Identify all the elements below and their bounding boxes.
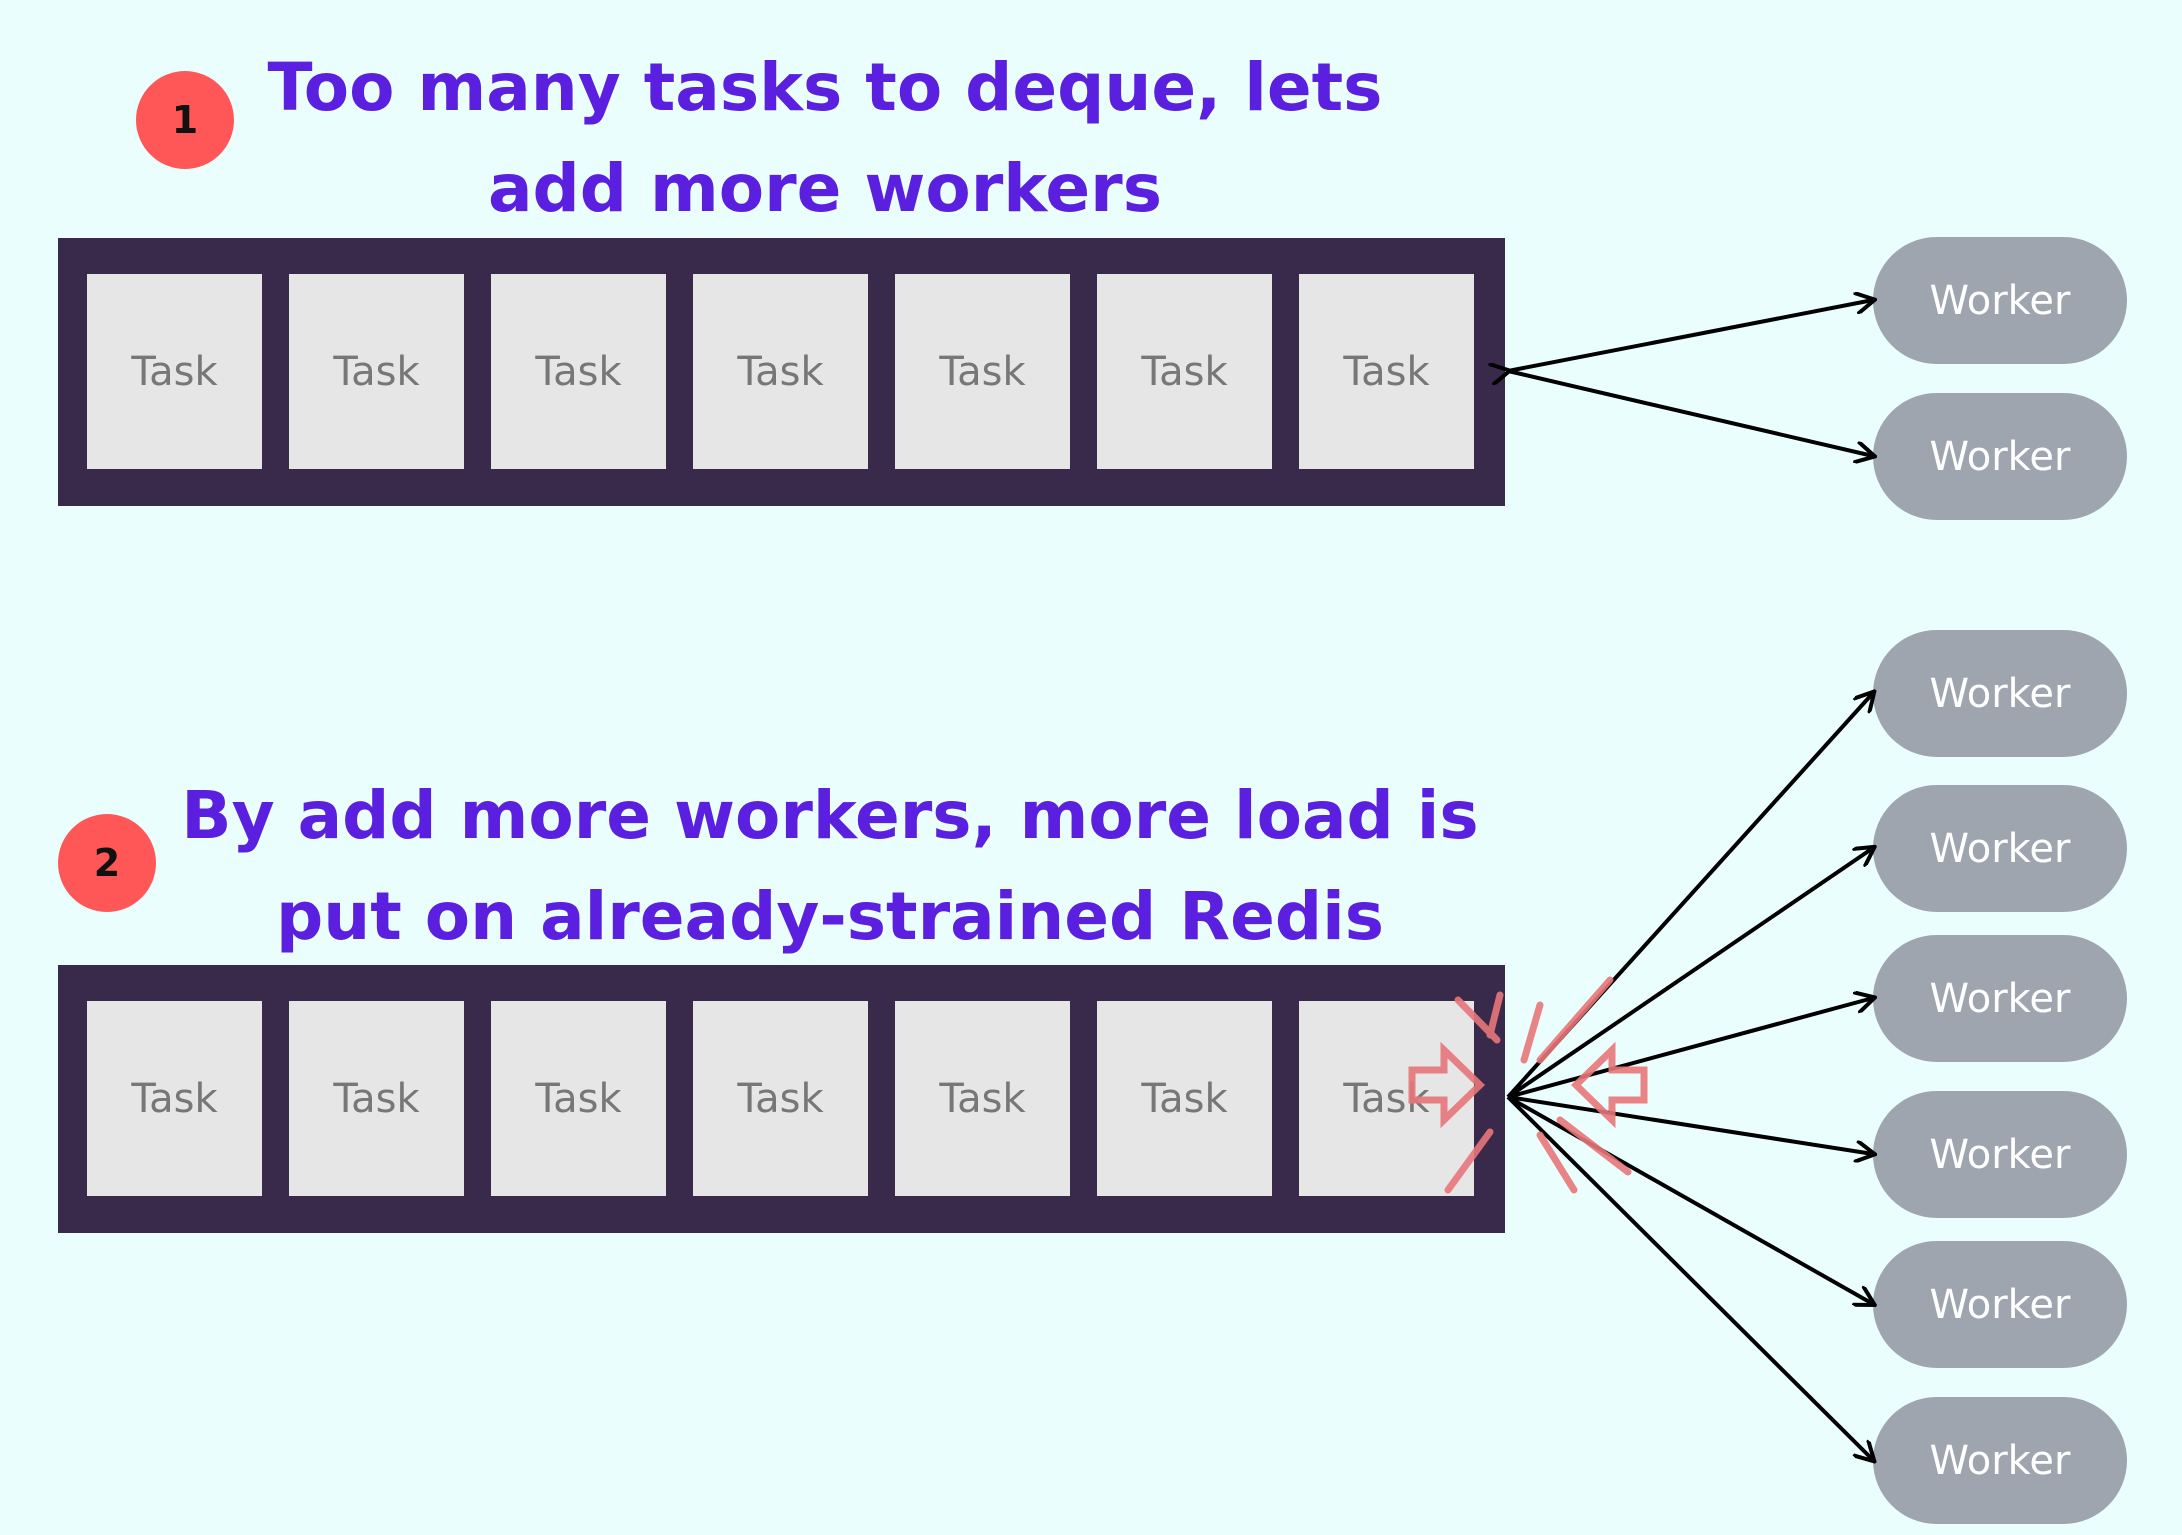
arrow-line — [1508, 300, 1873, 371]
strain-icon — [1408, 976, 1648, 1194]
arrow-line — [1507, 1095, 1873, 1304]
arrow-line — [1507, 998, 1873, 1099]
task-queue-2: Task Task Task Task Task Task Task — [58, 965, 1505, 1233]
worker-node: Worker — [1873, 1397, 2127, 1524]
step-2-title-line-2: put on already-strained Redis — [276, 878, 1384, 955]
step-1-title-line-1: Too many tasks to deque, lets — [267, 49, 1383, 126]
worker-node: Worker — [1873, 785, 2127, 912]
task-box: Task — [895, 1001, 1070, 1196]
task-box: Task — [1097, 1001, 1272, 1196]
worker-node: Worker — [1873, 237, 2127, 364]
arrow-line — [1507, 369, 1873, 456]
worker-node: Worker — [1873, 630, 2127, 757]
worker-node: Worker — [1873, 935, 2127, 1062]
step-2-title-line-1: By add more workers, more load is — [181, 777, 1479, 854]
worker-node: Worker — [1873, 1241, 2127, 1368]
step-1-title: Too many tasks to deque, lets add more w… — [230, 37, 1420, 239]
worker-node: Worker — [1873, 1091, 2127, 1218]
step-1-badge: 1 — [136, 71, 234, 169]
task-box: Task — [895, 274, 1070, 469]
task-box: Task — [491, 274, 666, 469]
arrow-line — [1506, 848, 1873, 1099]
arrow-line — [1507, 1095, 1873, 1154]
worker-node: Worker — [1873, 393, 2127, 520]
task-box: Task — [693, 274, 868, 469]
step-1-title-line-2: add more workers — [488, 150, 1162, 227]
task-box: Task — [491, 1001, 666, 1196]
step-2-badge: 2 — [58, 814, 156, 912]
task-box: Task — [1097, 274, 1272, 469]
task-box: Task — [289, 274, 464, 469]
task-box: Task — [1299, 274, 1474, 469]
task-queue-1: Task Task Task Task Task Task Task — [58, 238, 1505, 506]
task-box: Task — [693, 1001, 868, 1196]
task-box: Task — [87, 1001, 262, 1196]
arrow-line — [1506, 1095, 1873, 1460]
task-box: Task — [289, 1001, 464, 1196]
step-2-title: By add more workers, more load is put on… — [130, 765, 1530, 967]
task-box: Task — [87, 274, 262, 469]
